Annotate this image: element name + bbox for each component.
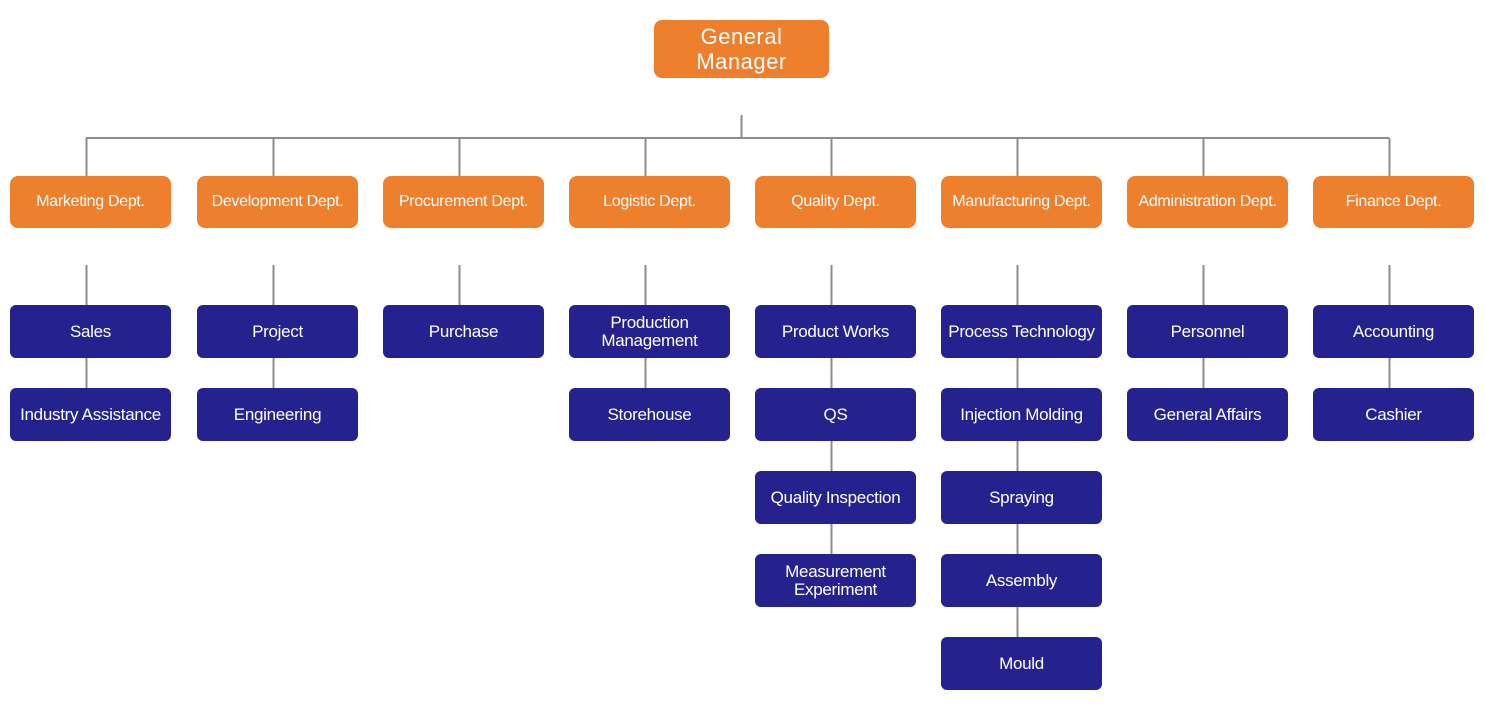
unit-box: Engineering — [197, 388, 358, 441]
unit-box: Product Works — [755, 305, 916, 358]
unit-box: Personnel — [1127, 305, 1288, 358]
department-box: Quality Dept. — [755, 176, 916, 228]
unit-box: Project — [197, 305, 358, 358]
unit-box: Cashier — [1313, 388, 1474, 441]
department-box: Manufacturing Dept. — [941, 176, 1102, 228]
unit-box: Storehouse — [569, 388, 730, 441]
department-box: Development Dept. — [197, 176, 358, 228]
department-box: Logistic Dept. — [569, 176, 730, 228]
unit-box: Process Technology — [941, 305, 1102, 358]
department-box: Administration Dept. — [1127, 176, 1288, 228]
unit-box: Spraying — [941, 471, 1102, 524]
unit-box: Production Management — [569, 305, 730, 358]
unit-box: QS — [755, 388, 916, 441]
unit-box: Sales — [10, 305, 171, 358]
unit-box: Measurement Experiment — [755, 554, 916, 607]
unit-box: Mould — [941, 637, 1102, 690]
unit-box: Injection Molding — [941, 388, 1102, 441]
department-box: Marketing Dept. — [10, 176, 171, 228]
unit-box: Quality Inspection — [755, 471, 916, 524]
unit-box: Assembly — [941, 554, 1102, 607]
department-box: Finance Dept. — [1313, 176, 1474, 228]
general-manager-box: General Manager — [654, 20, 829, 78]
unit-box: General Affairs — [1127, 388, 1288, 441]
unit-box: Purchase — [383, 305, 544, 358]
unit-box: Accounting — [1313, 305, 1474, 358]
department-box: Procurement Dept. — [383, 176, 544, 228]
unit-box: Industry Assistance — [10, 388, 171, 441]
